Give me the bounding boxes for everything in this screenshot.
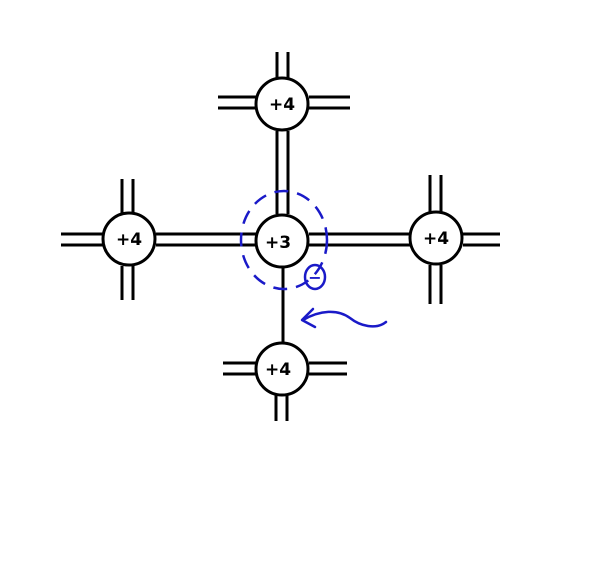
atom-center: +3 [254, 213, 310, 269]
negative-charge-symbol: − [308, 268, 321, 287]
atom-right-circle [408, 210, 464, 266]
atom-right: +4 [408, 210, 464, 266]
atom-right-label: +4 [423, 229, 449, 249]
atom-top-circle [254, 76, 310, 132]
atom-bottom: +4 [254, 341, 310, 397]
atom-bottom-circle [254, 341, 310, 397]
atom-left: +4 [101, 211, 157, 267]
negative-charge-circle [303, 263, 327, 291]
annotation-group: − [239, 189, 388, 329]
curved-arrow-head [300, 307, 317, 329]
atom-bottom-label: +4 [265, 360, 291, 380]
dashed-halo-around-center [239, 189, 329, 291]
curved-arrow [300, 307, 388, 329]
outer-bonds [61, 52, 500, 421]
atom-center-circle [254, 213, 310, 269]
curved-arrow-shaft [301, 310, 388, 328]
atom-center-label: +3 [265, 233, 291, 253]
atom-top: +4 [254, 76, 310, 132]
atom-left-label: +4 [116, 230, 142, 250]
atom-left-circle [101, 211, 157, 267]
negative-charge-marker: − [303, 263, 327, 291]
atom-top-label: +4 [269, 95, 295, 115]
